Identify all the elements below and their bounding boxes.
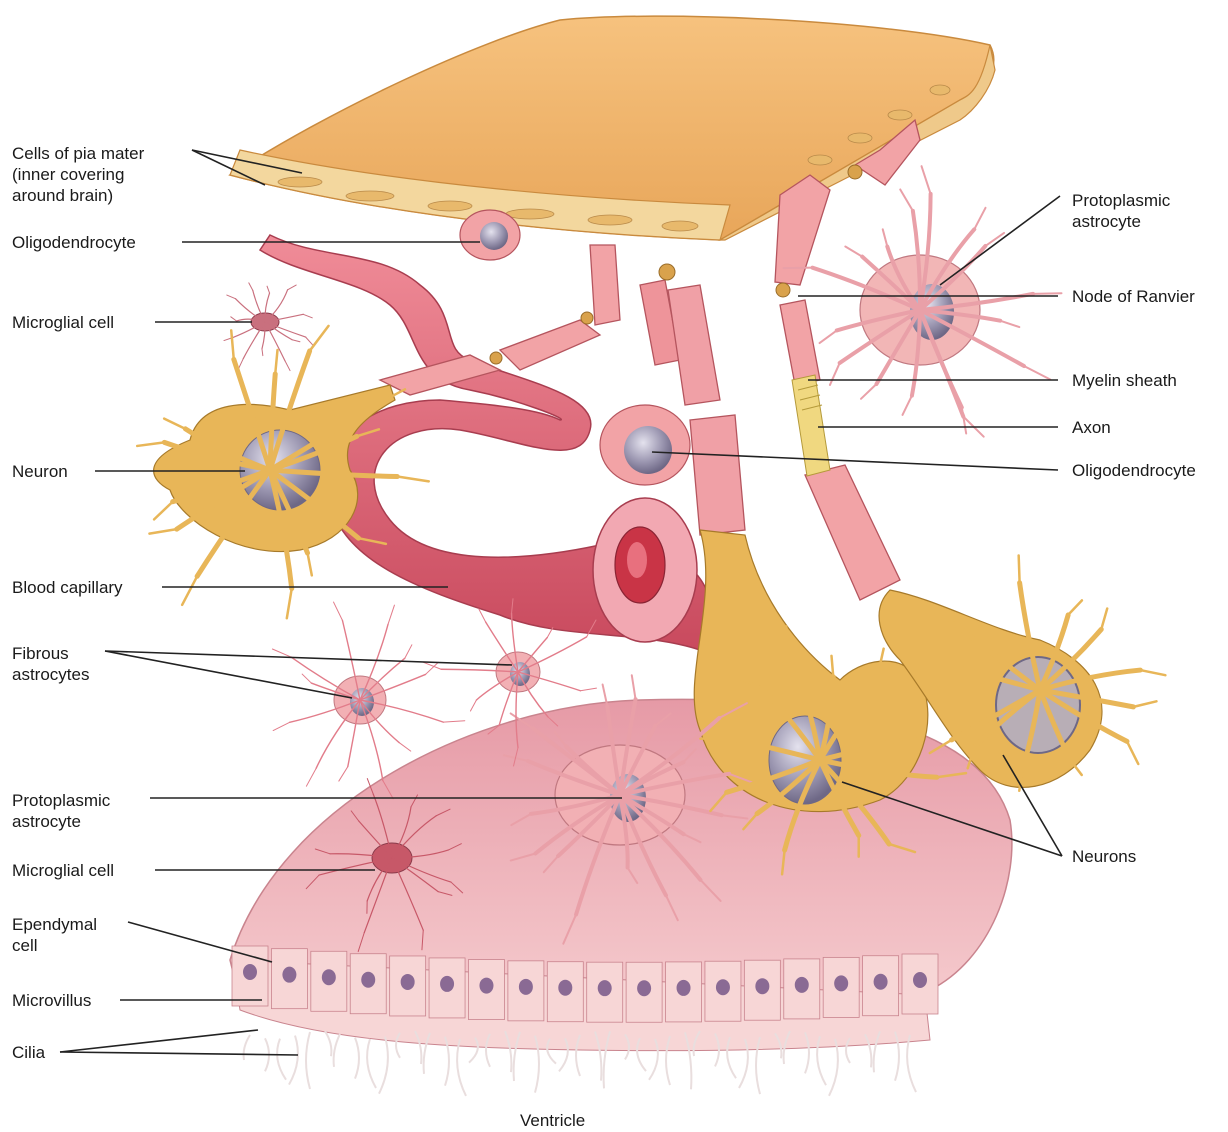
leader-cilia-2	[60, 1052, 298, 1055]
label-cilia: Cilia	[12, 1042, 45, 1063]
label-pia-mater: Cells of pia mater (inner covering aroun…	[12, 143, 144, 206]
label-oligodendrocyte-left: Oligodendrocyte	[12, 232, 136, 253]
leader-proto-right	[940, 196, 1060, 285]
label-oligodendrocyte-right: Oligodendrocyte	[1072, 460, 1196, 481]
axon	[792, 375, 830, 476]
label-microglial-cell-bottom: Microglial cell	[12, 860, 114, 881]
pia-mater	[230, 16, 995, 240]
label-fibrous-astrocytes: Fibrous astrocytes	[12, 643, 89, 685]
label-microvillus: Microvillus	[12, 990, 91, 1011]
leader-cilia-1	[60, 1030, 258, 1052]
label-node-of-ranvier: Node of Ranvier	[1072, 286, 1195, 307]
oligodendrocyte-top	[460, 210, 520, 260]
label-protoplasmic-astrocyte-right: Protoplasmic astrocyte	[1072, 190, 1170, 232]
label-axon: Axon	[1072, 417, 1111, 438]
label-microglial-cell-top: Microglial cell	[12, 312, 114, 333]
oligodendrocyte-center	[600, 405, 690, 485]
label-ventricle: Ventricle	[520, 1110, 585, 1131]
label-myelin-sheath: Myelin sheath	[1072, 370, 1177, 391]
label-protoplasmic-astrocyte-left: Protoplasmic astrocyte	[12, 790, 110, 832]
label-ependymal-cell: Ependymal cell	[12, 914, 97, 956]
label-blood-capillary: Blood capillary	[12, 577, 123, 598]
label-neuron: Neuron	[12, 461, 68, 482]
label-neurons: Neurons	[1072, 846, 1136, 867]
